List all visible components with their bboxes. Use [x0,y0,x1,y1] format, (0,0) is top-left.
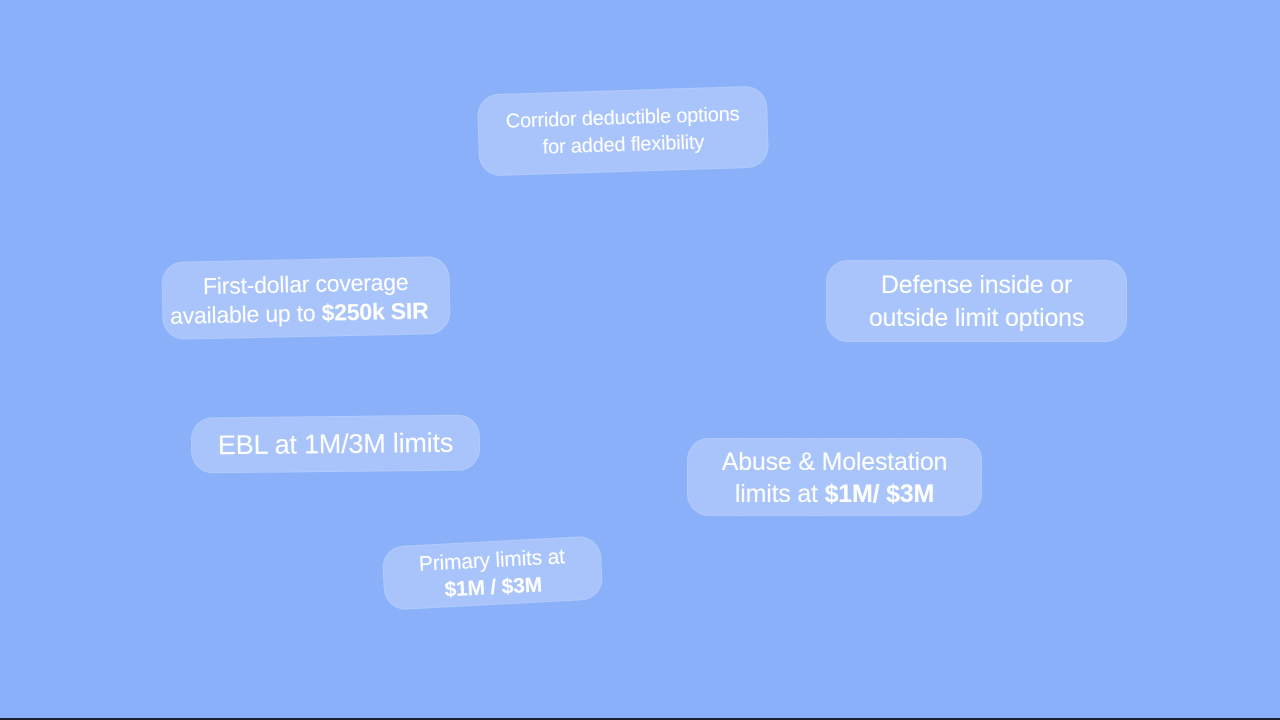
callout-pill-first-dollar-coverage: First-dollar coverage available up to $2… [161,255,451,341]
pill-text-bold: $250k SIR [321,297,429,326]
pill-text-normal: limits at [734,480,825,508]
pill-text-line: Abuse & Molestation [721,448,948,476]
pill-text-bold: $1M / $3M [444,573,543,602]
bottom-edge-line [0,718,1280,720]
pill-text-line: Defense inside or [880,271,1073,299]
callout-pill-primary-limits: Primary limits at $1M / $3M [381,535,604,611]
callout-pill-defense-limit-options: Defense inside or outside limit options [826,260,1127,342]
pill-text-normal: available up to [169,299,322,329]
callout-pill-corridor-deductible: Corridor deductible options for added fl… [476,85,770,177]
callout-pill-ebl-limits: EBL at 1M/3M limits [190,414,481,474]
callout-pill-abuse-molestation-limits: Abuse & Molestation limits at $1M/ $3M [687,438,982,516]
pill-text-bold: $1M/ $3M [824,480,935,508]
pill-text-line: limits at $1M/ $3M [688,478,981,510]
pill-text-line: EBL at 1M/3M limits [217,427,454,461]
pill-text-line: available up to $250k SIR [169,296,440,331]
pill-text-line: outside limit options [868,304,1085,332]
